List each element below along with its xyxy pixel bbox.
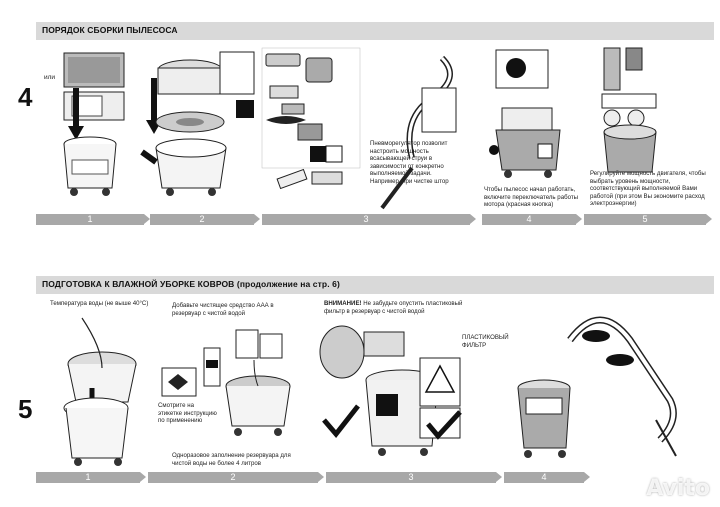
s1-step-1: 1 xyxy=(36,214,150,225)
step3-caption: Пневморегулятор позволит настроить мощно… xyxy=(370,140,449,185)
step4-caption: Чтобы пылесос начал работать, включите п… xyxy=(484,186,578,209)
step5-caption: Регулируйте мощность двигателя, чтобы вы… xyxy=(590,170,706,208)
s2-step-1: 1 xyxy=(36,472,146,483)
section2-title: ПОДГОТОВКА К ВЛАЖНОЙ УБОРКЕ КОВРОВ (прод… xyxy=(42,279,340,289)
s2-step5-illustration xyxy=(567,316,677,457)
temp-caption: Температура воды (не выше 40°С) xyxy=(50,300,149,307)
section1-header: ПОРЯДОК СБОРКИ ПЫЛЕСОСА xyxy=(36,22,714,40)
step3-illustration xyxy=(261,47,457,210)
s2-step-3: 3 xyxy=(326,472,502,483)
s1-step-5: 5 xyxy=(584,214,712,225)
s2-step-4: 4 xyxy=(504,472,590,483)
s1-step-2: 2 xyxy=(150,214,260,225)
s2-step-2: 2 xyxy=(148,472,324,483)
attention-caption: ВНИМАНИЕ! Не забудьте опустить пластиков… xyxy=(324,300,474,315)
section1-number: 4 xyxy=(18,82,33,112)
section2-number: 5 xyxy=(18,394,33,424)
section1-title: ПОРЯДОК СБОРКИ ПЫЛЕСОСА xyxy=(42,25,178,35)
section2-header: ПОДГОТОВКА К ВЛАЖНОЙ УБОРКЕ КОВРОВ (прод… xyxy=(36,276,714,294)
step4-illustration xyxy=(489,49,561,178)
avito-watermark: Avito xyxy=(646,476,710,501)
step5-illustration xyxy=(601,47,657,173)
s1-step-3: 3 xyxy=(262,214,476,225)
plastic-filter-label: ПЛАСТИКОВЫЙ ФИЛЬТР xyxy=(462,334,509,349)
s2-step1-illustration xyxy=(63,317,137,466)
step2-illustration xyxy=(140,51,255,196)
s2-step4-illustration xyxy=(517,379,571,458)
or-label: или xyxy=(44,74,56,81)
add-cleaner-caption: Добавьте чистящее средство ААА в резерву… xyxy=(172,302,274,317)
attention-text: Не забудьте опустить пластиковый фильтр … xyxy=(324,300,463,315)
single-fill-caption: Одноразовое заполнение резервуара для чи… xyxy=(172,452,291,467)
see-label-caption: Смотрите на этикетке инструкцию по приме… xyxy=(158,402,217,425)
attention-bold: ВНИМАНИЕ! xyxy=(324,300,362,307)
step1-illustration xyxy=(63,52,125,196)
s2-step2-illustration xyxy=(161,329,291,436)
s2-step3-illustration xyxy=(319,325,462,456)
s1-step-4: 4 xyxy=(482,214,582,225)
